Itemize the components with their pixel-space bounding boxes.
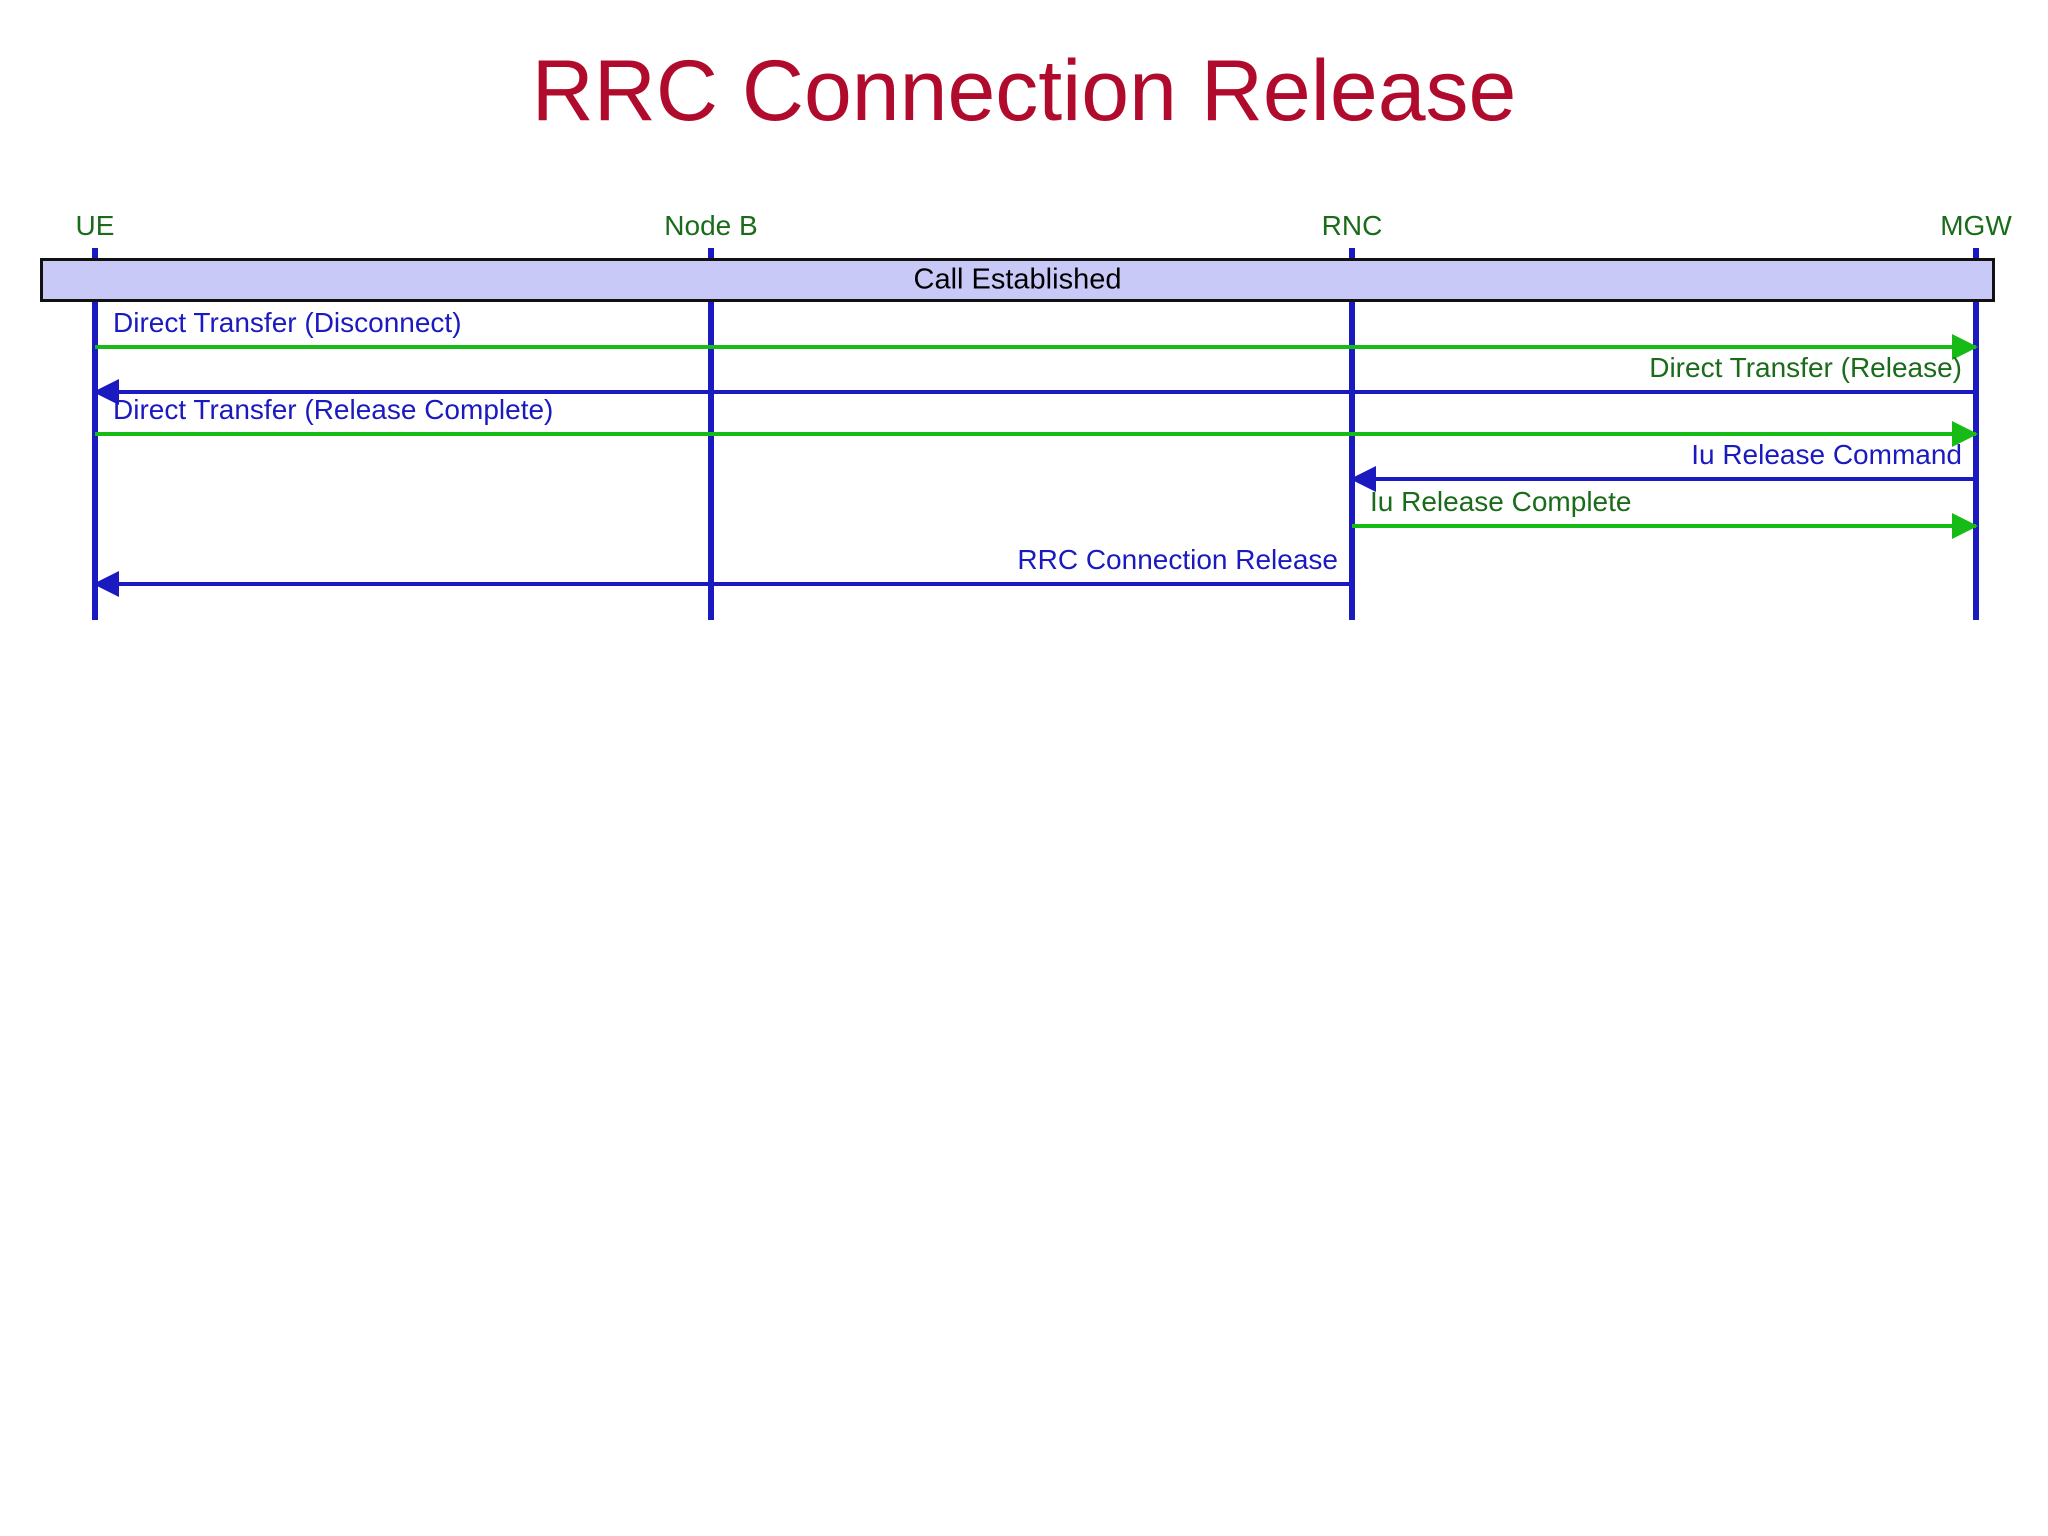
message-label: Iu Release Command [1691,439,1962,470]
page-title: RRC Connection Release [531,43,1517,139]
arrowhead-right-icon [1952,334,1978,360]
message-line [95,582,1352,586]
arrowhead-left-icon [1350,466,1376,492]
message-label: RRC Connection Release [1017,544,1338,575]
actor-label-nodeb: Node B [664,210,758,241]
message-label: Direct Transfer (Disconnect) [113,307,462,338]
arrowhead-right-icon [1952,421,1978,447]
message-line [95,345,1976,349]
message-line [95,432,1976,436]
message-line [1352,477,1976,481]
arrowhead-left-icon [93,571,119,597]
message-line [95,390,1976,394]
actor-label-mgw: MGW [1940,210,2012,241]
message-label: Direct Transfer (Release) [1649,352,1962,383]
actor-label-rnc: RNC [1321,210,1383,241]
phase-bar-call-established: Call Established [40,258,1995,302]
phase-bar-label: Call Established [913,263,1122,296]
message-label: Iu Release Complete [1370,486,1632,517]
actor-label-ue: UE [75,210,115,241]
message-label: Direct Transfer (Release Complete) [113,394,554,425]
message-line [1352,524,1976,528]
arrowhead-left-icon [93,379,119,405]
arrowhead-right-icon [1952,513,1978,539]
